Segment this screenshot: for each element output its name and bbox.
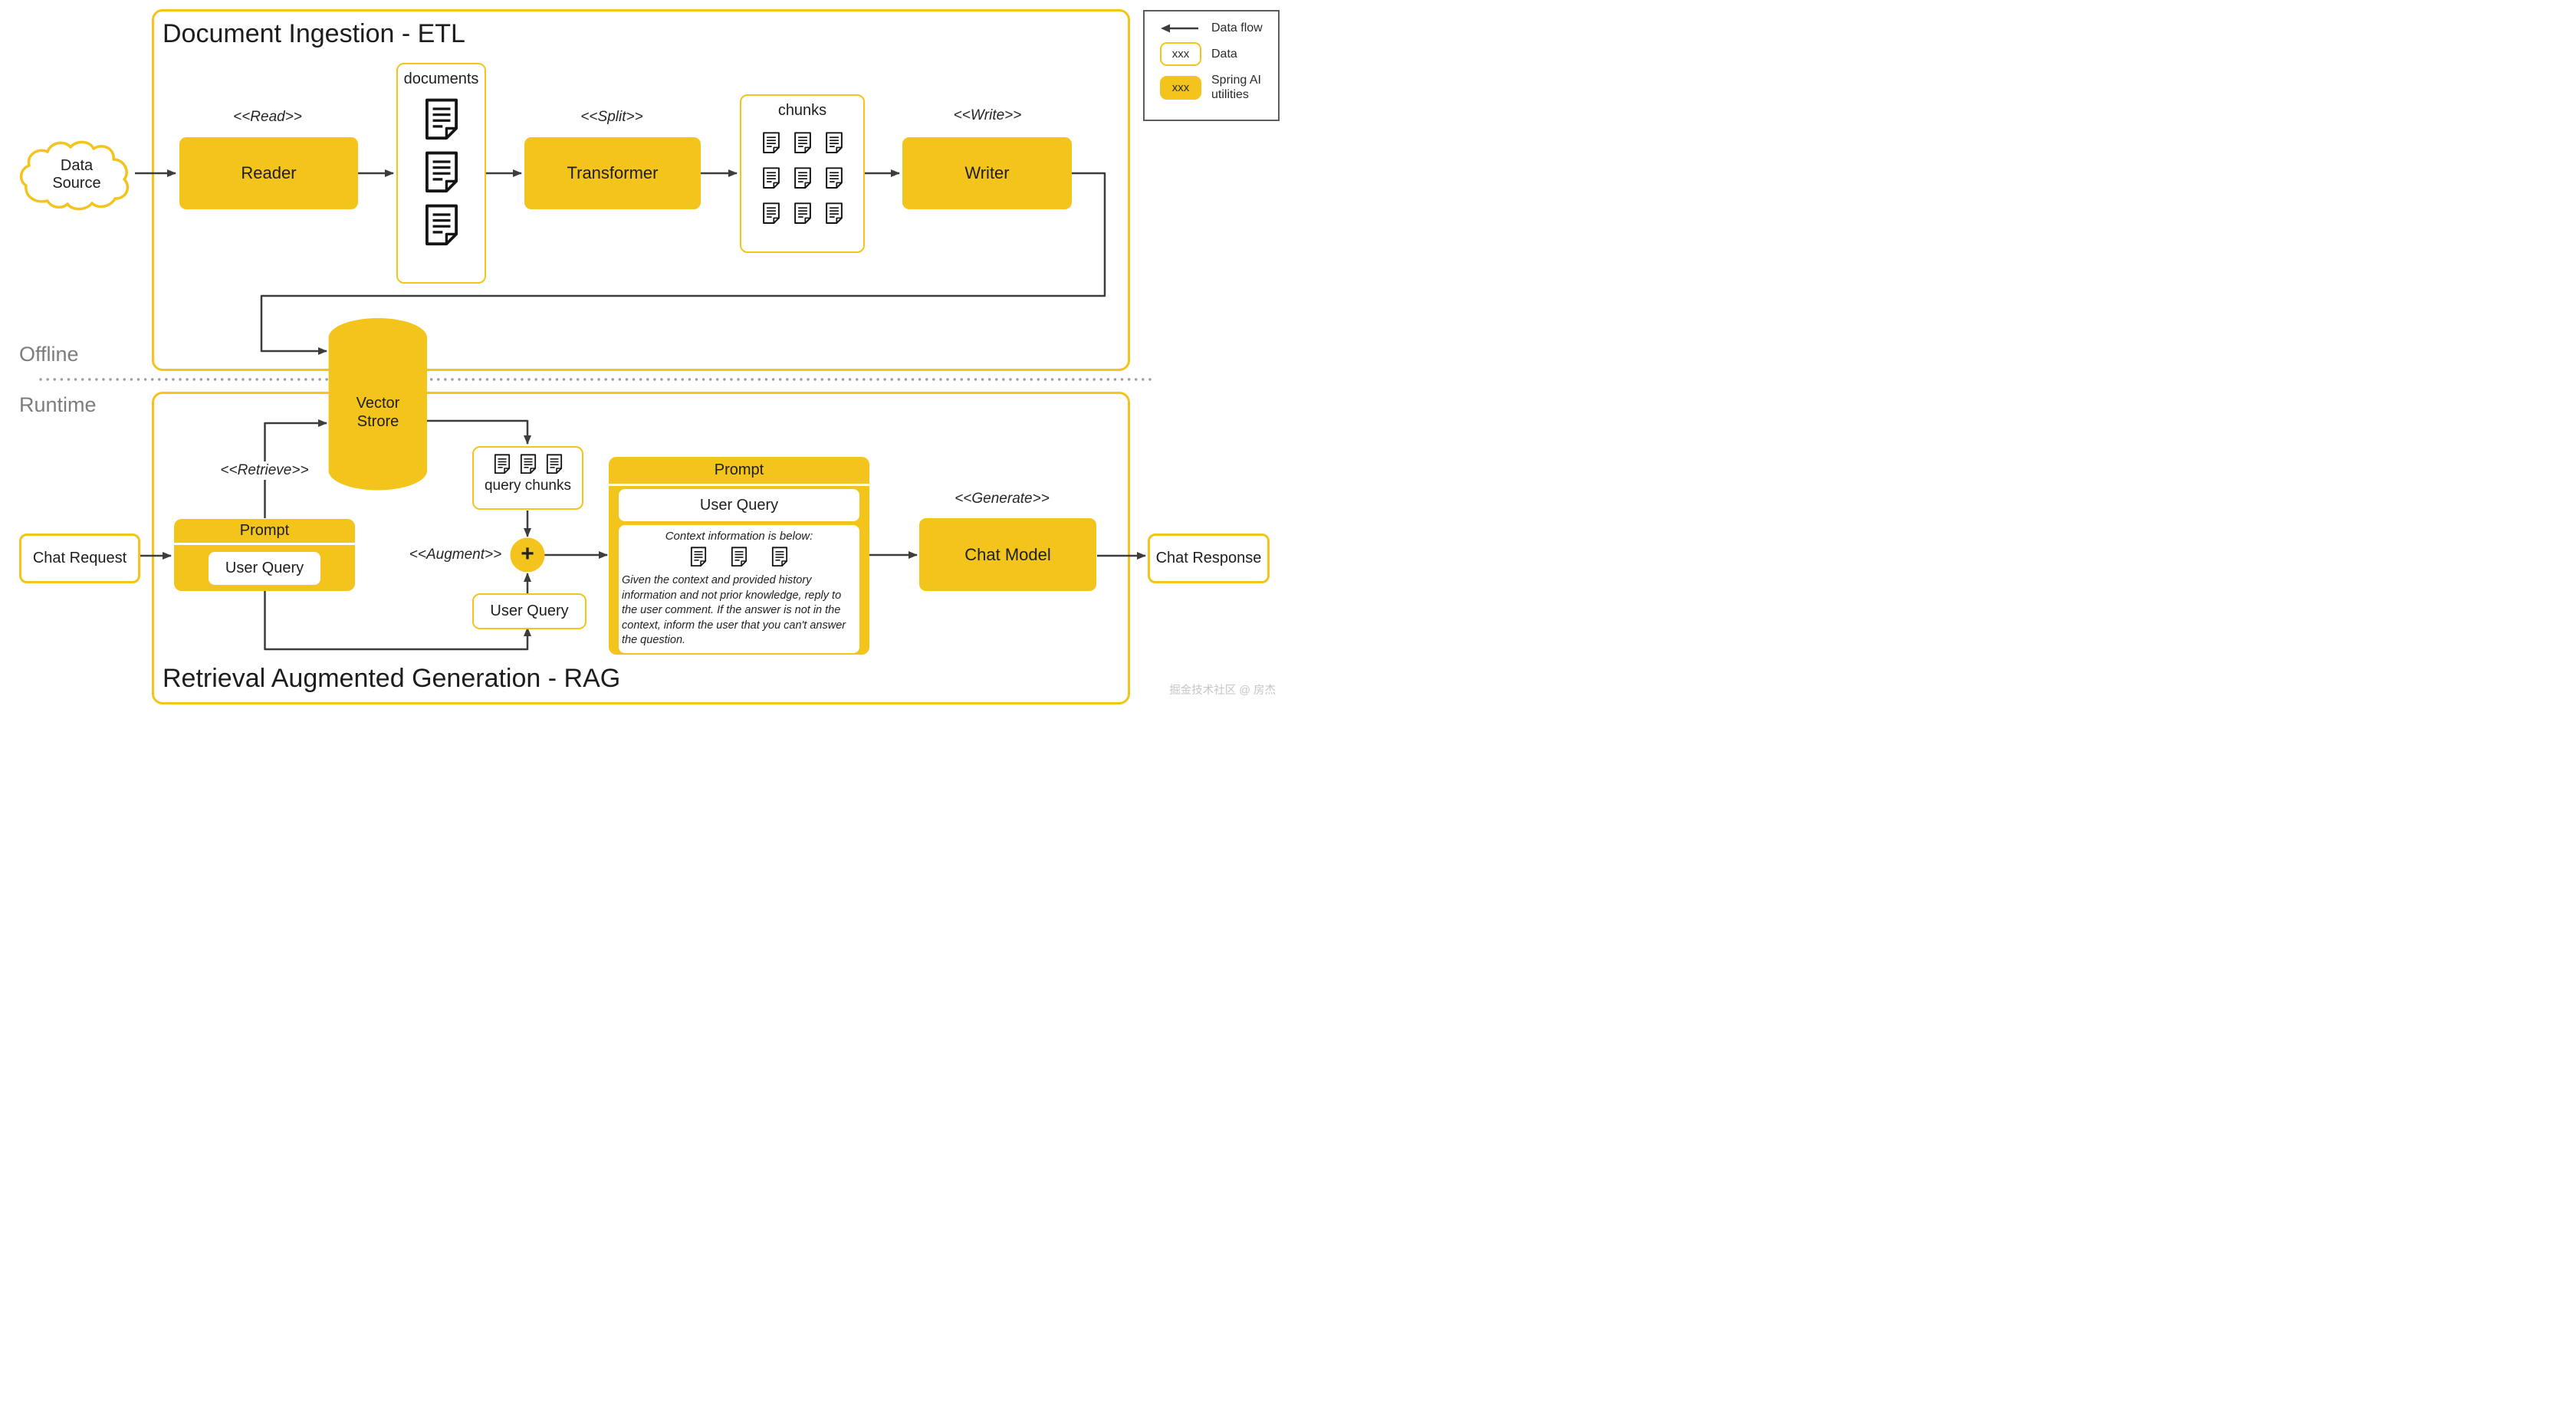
diagram-canvas: Document Ingestion - ETL Retrieval Augme… bbox=[0, 0, 1288, 713]
legend-data-chip: xxx bbox=[1160, 42, 1201, 66]
reader-node: Reader bbox=[179, 137, 358, 209]
transformer-node: Transformer bbox=[524, 137, 701, 209]
document-icon bbox=[731, 547, 748, 567]
vector-store-label-line1: Vector bbox=[356, 395, 400, 412]
query-chunks-group: query chunks bbox=[472, 446, 583, 510]
query-chunks-label: query chunks bbox=[484, 478, 571, 494]
arrow-writer-vectorstore bbox=[260, 172, 1106, 355]
chat-request-node: Chat Request bbox=[19, 534, 140, 583]
prompt-left-user-query: User Query bbox=[209, 552, 320, 585]
chunks-group: chunks bbox=[740, 94, 865, 253]
cloud-icon bbox=[19, 140, 130, 211]
data-source-node: Data Source bbox=[17, 138, 136, 212]
documents-group: documents bbox=[396, 63, 486, 284]
legend-data-label: Data bbox=[1211, 48, 1237, 61]
data-source-label-line1: Data bbox=[60, 157, 94, 174]
legend-data-flow-label: Data flow bbox=[1211, 21, 1263, 34]
prompt-left-header: Prompt bbox=[174, 519, 355, 545]
legend: Data flow xxx Data xxx Spring AI utiliti… bbox=[1143, 10, 1280, 121]
offline-label: Offline bbox=[19, 343, 79, 366]
chat-response-node: Chat Response bbox=[1148, 534, 1270, 583]
prompt-main-node: Prompt User Query Context information is… bbox=[609, 457, 869, 655]
document-icon bbox=[825, 132, 843, 154]
augment-plus-sign: + bbox=[521, 541, 534, 566]
read-stereotype: <<Read>> bbox=[233, 109, 302, 125]
context-instruction: Given the context and provided history i… bbox=[622, 574, 846, 646]
data-source-label-line2: Source bbox=[52, 175, 101, 192]
write-stereotype: <<Write>> bbox=[953, 107, 1022, 123]
document-icon bbox=[825, 167, 843, 189]
legend-utilities-label: Spring AI utilities bbox=[1211, 73, 1261, 102]
document-icon bbox=[794, 167, 812, 189]
document-icon bbox=[424, 98, 459, 141]
connectors-layer bbox=[39, 169, 1152, 651]
chat-model-node: Chat Model bbox=[919, 518, 1096, 591]
rag-section-container bbox=[152, 392, 1130, 704]
document-icon bbox=[794, 132, 812, 154]
writer-node: Writer bbox=[902, 137, 1072, 209]
vector-store-cylinder bbox=[328, 318, 427, 491]
context-icons bbox=[622, 547, 856, 567]
document-icon bbox=[762, 202, 780, 225]
document-icon bbox=[494, 454, 511, 474]
legend-utilities-chip: xxx bbox=[1160, 75, 1201, 100]
user-query-node: User Query bbox=[472, 593, 586, 629]
legend-row-data-flow: Data flow bbox=[1160, 21, 1278, 35]
context-heading: Context information is below: bbox=[665, 530, 813, 543]
vector-store-label-line2: Strore bbox=[356, 413, 399, 430]
split-stereotype: <<Split>> bbox=[580, 109, 643, 125]
augment-stereotype: <<Augment>> bbox=[409, 547, 502, 563]
arrow-prompt-userquery bbox=[264, 591, 531, 651]
legend-utilities-line2: utilities bbox=[1211, 88, 1249, 101]
document-icon bbox=[424, 151, 459, 194]
prompt-main-context-panel: Context information is below: Given the … bbox=[619, 525, 859, 653]
chunks-label: chunks bbox=[777, 102, 827, 119]
query-chunks-icons bbox=[494, 454, 563, 474]
document-icon bbox=[762, 167, 780, 189]
prompt-main-header: Prompt bbox=[609, 457, 869, 486]
etl-section-container bbox=[152, 9, 1130, 371]
legend-row-data: xxx Data bbox=[1160, 42, 1278, 66]
arrow-prompt-vectorstore-retrieve bbox=[264, 419, 327, 518]
chunks-grid bbox=[762, 132, 843, 225]
document-icon bbox=[520, 454, 537, 474]
data-flow-arrow-icon bbox=[1161, 24, 1198, 32]
etl-section-title: Document Ingestion - ETL bbox=[163, 19, 465, 48]
prompt-left-node: Prompt User Query bbox=[174, 519, 355, 591]
document-icon bbox=[546, 454, 563, 474]
document-icon bbox=[794, 202, 812, 225]
documents-label: documents bbox=[403, 71, 479, 87]
arrow-vectorstore-querychunks bbox=[427, 419, 531, 445]
rag-section-title: Retrieval Augmented Generation - RAG bbox=[163, 664, 621, 693]
augment-plus-circle bbox=[510, 537, 545, 573]
prompt-main-user-query: User Query bbox=[619, 489, 859, 521]
retrieve-stereotype: <<Retrieve>> bbox=[215, 461, 314, 480]
legend-utilities-line1: Spring AI bbox=[1211, 74, 1261, 87]
document-icon bbox=[771, 547, 788, 567]
document-icon bbox=[424, 204, 459, 247]
vector-store-label: Vector Strore bbox=[328, 394, 428, 431]
generate-stereotype: <<Generate>> bbox=[955, 491, 1050, 507]
document-icon bbox=[690, 547, 707, 567]
watermark: 掘金技术社区 @ 房杰 bbox=[1169, 685, 1276, 697]
document-icon bbox=[762, 132, 780, 154]
legend-row-utilities: xxx Spring AI utilities bbox=[1160, 73, 1278, 102]
document-icon bbox=[825, 202, 843, 225]
runtime-label: Runtime bbox=[19, 393, 97, 416]
